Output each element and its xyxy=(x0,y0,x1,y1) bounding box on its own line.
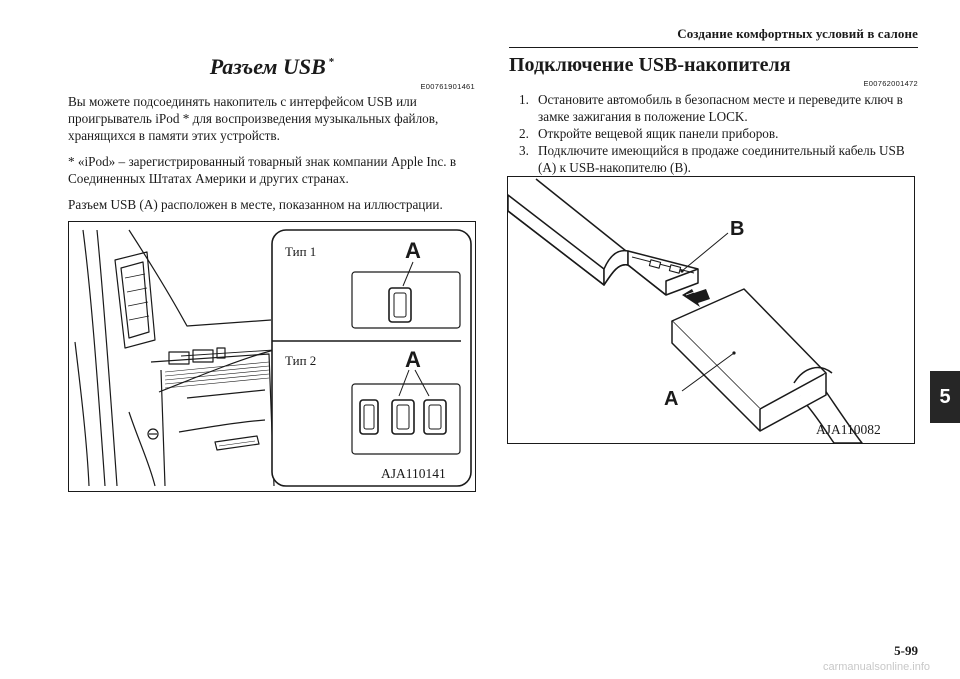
right-figure-code: AJA110082 xyxy=(816,422,881,437)
step-number: 1. xyxy=(519,92,529,107)
left-section-code: E00761901461 xyxy=(420,82,475,91)
usb-section-title: Разъем USB* xyxy=(68,54,476,80)
watermark-text: carmanualsonline.info xyxy=(822,661,930,673)
step-item: 2. Откройте вещевой ящик панели приборов. xyxy=(519,125,919,142)
step-item: 1. Остановите автомобиль в безопасном мес… xyxy=(519,91,919,125)
section-header: Создание комфортных условий в салоне xyxy=(677,26,918,41)
page-number: 5-99 xyxy=(894,643,918,658)
type2-callout-a: A xyxy=(405,347,421,372)
usb-ports-type2 xyxy=(351,383,461,455)
usb-location-figure: Тип 1 A Тип 2 A AJA110141 xyxy=(68,221,476,492)
chapter-tab: 5 xyxy=(930,371,960,423)
type1-callout-a: A xyxy=(405,238,421,263)
left-figure-code: AJA110141 xyxy=(381,466,446,481)
usb-connection-figure: B A AJA110082 xyxy=(507,176,915,444)
type1-label: Тип 1 xyxy=(285,244,316,259)
title-asterisk: * xyxy=(328,56,335,68)
usb-flash-drive-drawing xyxy=(508,178,699,296)
step-text: Подключите имеющийся в продаже соедините… xyxy=(538,143,905,175)
usb-connection-title: Подключение USB-накопителя xyxy=(509,54,791,76)
cable-leader xyxy=(681,352,735,392)
ipod-trademark-note: * «iPod» – зарегистрированный товарный з… xyxy=(68,154,457,186)
step-text: Остановите автомобиль в безопасном месте… xyxy=(538,92,903,124)
step-text: Откройте вещевой ящик панели приборов. xyxy=(538,126,779,141)
usb-cable-drawing xyxy=(671,288,863,443)
drive-leader xyxy=(681,232,729,272)
right-section-code: E00762001472 xyxy=(863,79,918,88)
intro-paragraph: Вы можете подсоединять накопитель с инте… xyxy=(68,94,439,143)
header-rule xyxy=(509,47,918,48)
step-number: 2. xyxy=(519,126,529,141)
type2-leader-2 xyxy=(414,369,430,397)
usb-location-paragraph: Разъем USB (A) расположен в месте, показ… xyxy=(68,197,443,212)
connection-steps: 1. Остановите автомобиль в безопасном мес… xyxy=(519,91,919,176)
type2-leader-1 xyxy=(398,369,410,397)
cable-callout-a: A xyxy=(664,388,678,410)
usb-port-type1 xyxy=(351,271,461,329)
step-item: 3. Подключите имеющийся в продаже соедини… xyxy=(519,142,919,176)
drive-callout-b: B xyxy=(730,218,744,240)
usb-section-title-text: Разъем USB xyxy=(209,54,326,79)
type1-leader xyxy=(402,261,414,287)
step-number: 3. xyxy=(519,143,529,158)
callout-box xyxy=(271,229,472,487)
type2-label: Тип 2 xyxy=(285,353,316,368)
dashboard-drawing xyxy=(74,229,275,487)
